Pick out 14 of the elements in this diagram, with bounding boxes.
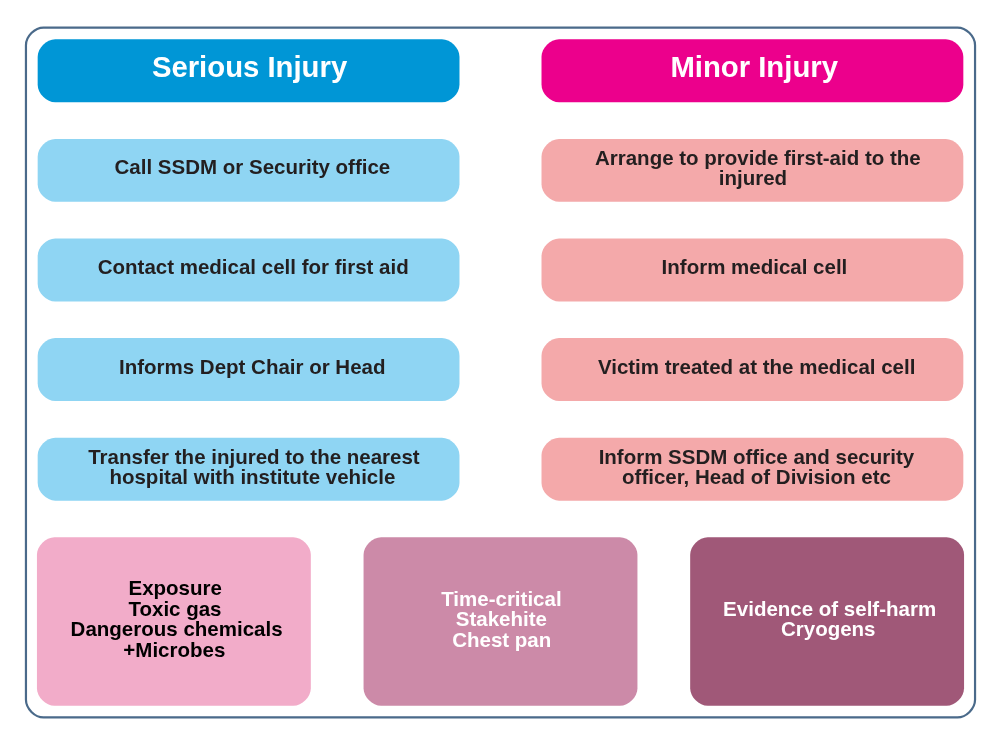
node-box: Inform medical cell [541,238,964,302]
node-box: Informs Dept Chair or Head [37,338,460,402]
node-box: Call SSDM or Security office [37,138,460,202]
node-box: Time-critical Stakehite Chest pan [363,537,638,706]
cluster [24,26,977,719]
node-box: Transfer the injured to the nearest hospital with institute vehicle [37,437,460,501]
node-box: Inform SSDM office and security officer, Head of Division etc [541,437,964,501]
node-box: Evidence of self-harm Cryogens [690,537,965,706]
node-box: Minor Injury [541,39,964,103]
node-box: Exposure Toxic gas Dangerous chemicals +Microbes [36,537,311,706]
node-box: Serious Injury [37,39,460,103]
node-box: Victim treated at the medical cell [541,338,964,402]
node-box: Contact medical cell for first aid [37,238,460,302]
node-box: Arrange to provide first-aid to the injured [541,138,964,202]
